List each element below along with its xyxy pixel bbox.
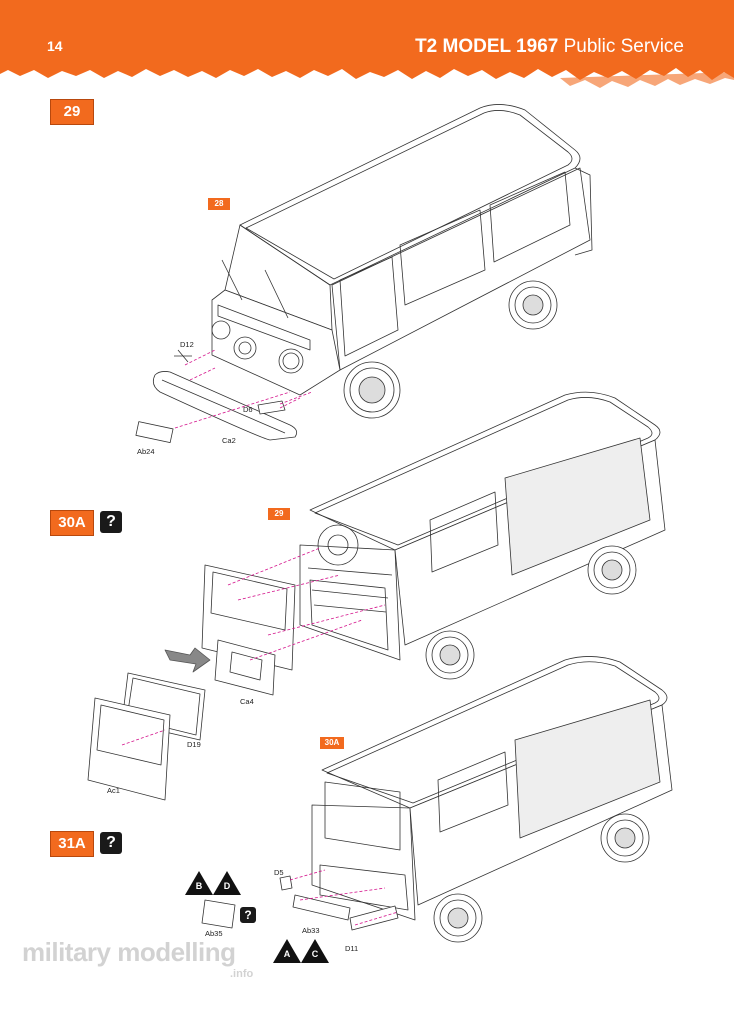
title-model: T2 MODEL 1967 (415, 36, 559, 57)
part-label: Ab35 (205, 929, 223, 938)
part-label: Ca4 (240, 697, 254, 706)
step-31a-badge: 31A (50, 831, 94, 857)
reference-step-tag: 30A (320, 737, 344, 749)
part-label: Ac1 (107, 786, 120, 795)
header-banner (0, 0, 734, 88)
part-label: D19 (187, 740, 201, 749)
part-label: D12 (180, 340, 194, 349)
part-label: D6 (243, 405, 253, 414)
van-front-view (211, 104, 593, 419)
watermark: military modelling (22, 937, 236, 967)
help-icon: ? (240, 907, 256, 923)
document-title: T2 MODEL 1967 Public Service (415, 36, 684, 58)
part-label: Ca2 (222, 436, 236, 445)
help-icon: ? (100, 511, 122, 533)
help-icon: ? (100, 832, 122, 854)
page-number: 14 (47, 38, 63, 54)
part-label: D11 (345, 944, 359, 953)
watermark-suffix: .info (230, 968, 254, 980)
reference-step-tag: 28 (208, 198, 230, 210)
step-30a-badge: 30A (50, 510, 94, 536)
van-rear-view (299, 391, 666, 680)
variant-c-marker: C (300, 938, 330, 964)
van-rear-view-final (311, 656, 673, 943)
title-edition: Public Service (558, 36, 684, 57)
step-29-badge: 29 (50, 99, 94, 125)
reference-step-tag: 29 (268, 508, 290, 520)
part-label: Ab24 (137, 447, 155, 456)
part-label: D5 (274, 868, 284, 877)
variant-a-marker: A (272, 938, 302, 964)
variant-d-marker: D (212, 870, 242, 896)
variant-b-marker: B (184, 870, 214, 896)
part-label: Ab33 (302, 926, 320, 935)
